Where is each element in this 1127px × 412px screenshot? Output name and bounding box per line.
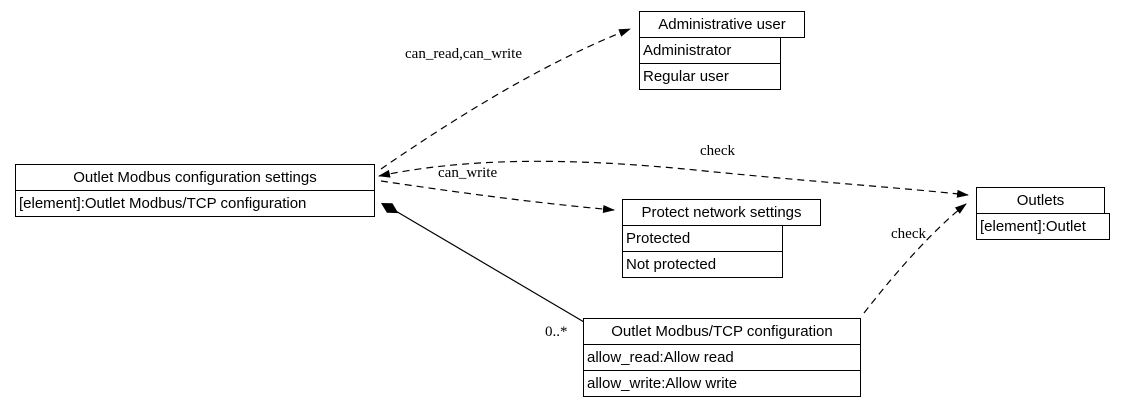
- edge-label-can-write: can_write: [438, 165, 498, 181]
- edge-check-settings-outlets: [378, 160, 969, 198]
- node-attribute: Administrator: [639, 37, 781, 64]
- edge-label-check-bottom: check: [891, 226, 926, 242]
- edge-label-can-read-can-write: can_read,can_write: [405, 46, 523, 62]
- node-protect-network-settings: Protect network settings Protected Not p…: [622, 199, 821, 278]
- edge-check-tcpconfig-outlets: [863, 203, 967, 314]
- node-attribute: allow_write:Allow write: [583, 370, 861, 397]
- node-attribute: Not protected: [622, 251, 783, 278]
- node-outlets: Outlets [element]:Outlet: [976, 187, 1110, 240]
- edge-composition-line: [393, 209, 585, 323]
- node-title: Protect network settings: [622, 199, 821, 226]
- node-attribute: Regular user: [639, 63, 781, 90]
- edge-label-check-top: check: [700, 143, 735, 159]
- node-title: Outlet Modbus configuration settings: [15, 164, 375, 191]
- node-title: Administrative user: [639, 11, 805, 38]
- node-administrative-user: Administrative user Administrator Regula…: [639, 11, 805, 90]
- edge-label-multiplicity: 0..*: [545, 324, 568, 340]
- edge-can-write: [380, 180, 615, 214]
- node-attribute: allow_read:Allow read: [583, 344, 861, 371]
- node-outlet-modbus-configuration-settings: Outlet Modbus configuration settings [el…: [15, 164, 375, 217]
- node-attribute: Protected: [622, 225, 783, 252]
- node-attribute: [element]:Outlet: [976, 213, 1110, 240]
- node-title: Outlet Modbus/TCP configuration: [583, 318, 861, 345]
- node-title: Outlets: [976, 187, 1105, 214]
- node-attribute: [element]:Outlet Modbus/TCP configuratio…: [15, 190, 375, 217]
- node-outlet-modbus-tcp-configuration: Outlet Modbus/TCP configuration allow_re…: [583, 318, 861, 397]
- composition-diamond-icon: [381, 203, 399, 214]
